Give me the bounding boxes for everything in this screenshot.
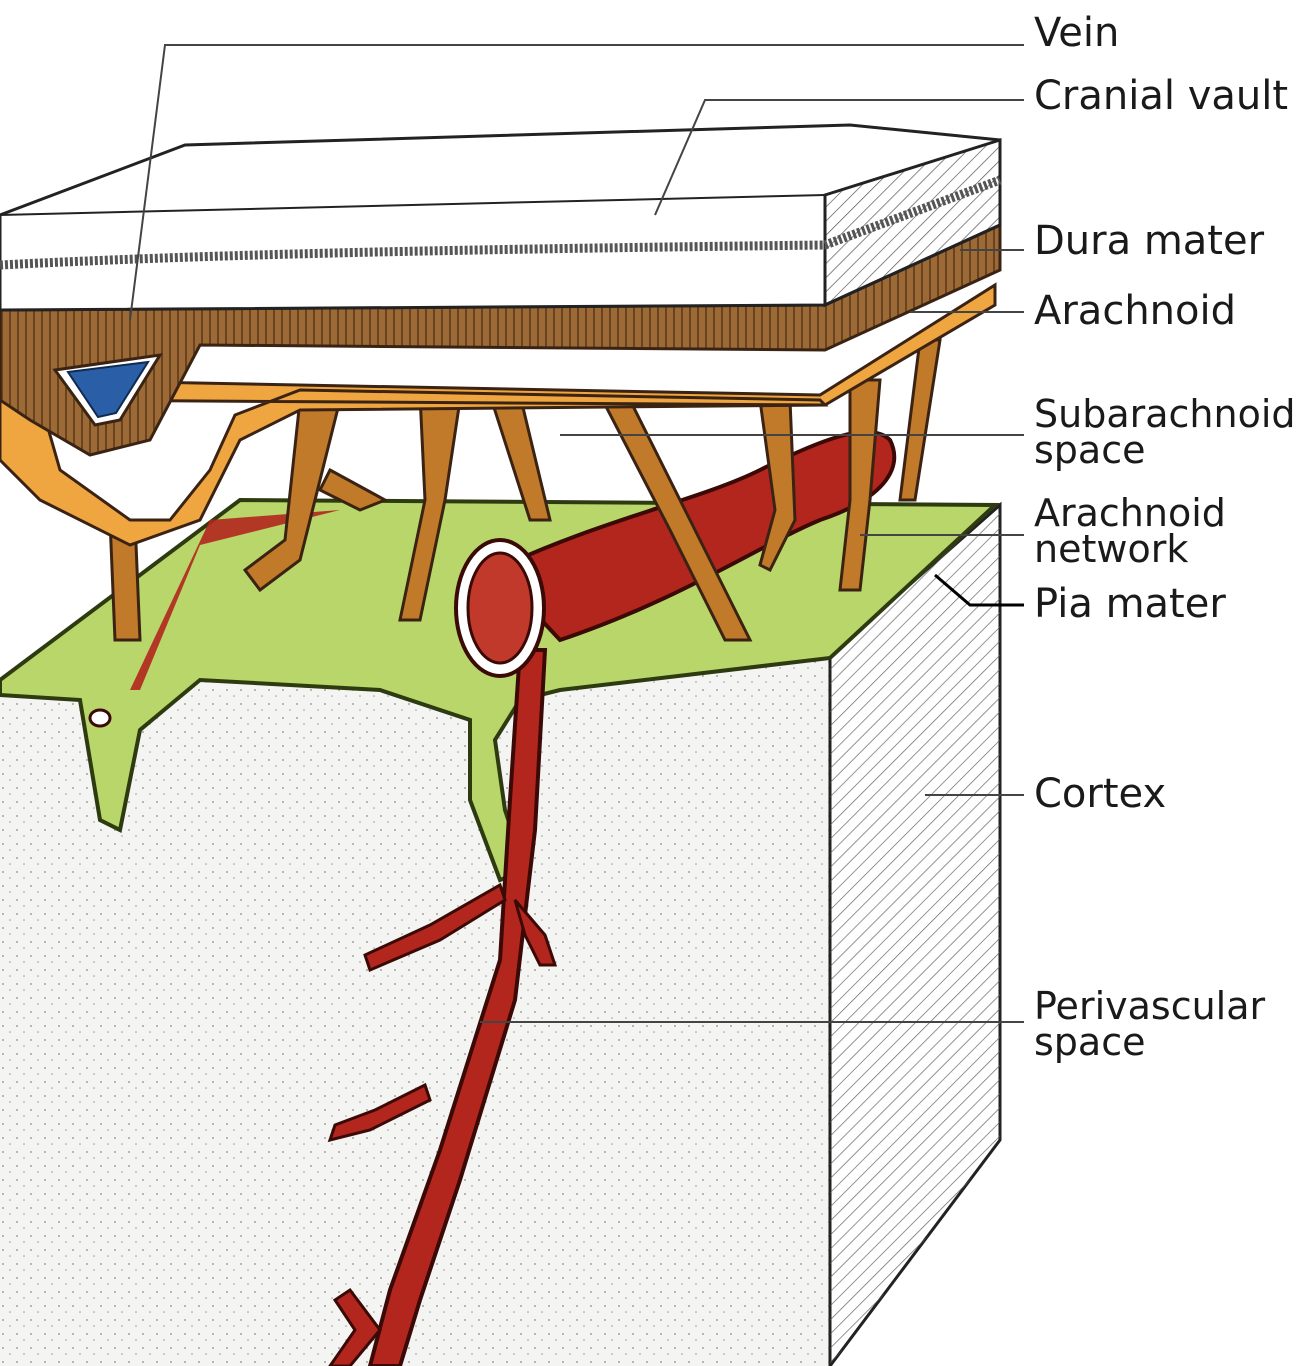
label-arachnoid-network: Arachnoid network bbox=[1034, 495, 1226, 567]
label-cortex: Cortex bbox=[1034, 775, 1166, 813]
label-cranial-vault: Cranial vault bbox=[1034, 77, 1288, 115]
label-subarachnoid-space: Subarachnoid space bbox=[1034, 396, 1296, 468]
label-vein: Vein bbox=[1034, 14, 1119, 52]
label-arachnoid: Arachnoid bbox=[1034, 292, 1236, 330]
label-dura-mater: Dura mater bbox=[1034, 222, 1264, 260]
label-perivascular-space: Perivascular space bbox=[1034, 988, 1265, 1060]
label-pia-mater: Pia mater bbox=[1034, 585, 1226, 623]
